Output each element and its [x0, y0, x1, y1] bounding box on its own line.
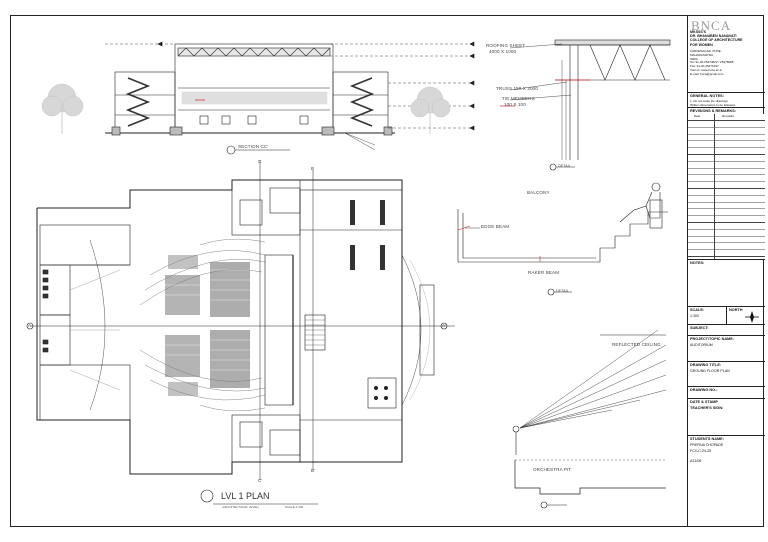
- sheet-border: [10, 15, 764, 527]
- reflected-ceiling-label: REFLECTED CEILING: [612, 342, 661, 347]
- college-line-3: COLLEGE OF ARCHITECTURE: [690, 38, 743, 43]
- college-line-1: MKSSS'S: [690, 30, 707, 34]
- drawing-no-label: DRAWING NO.:: [690, 388, 718, 392]
- revisions-heading: REVISIONS & REMARKS:: [690, 109, 736, 113]
- grid-b-top: B: [311, 166, 315, 171]
- note-2: Written dimensions to be followed.: [690, 102, 736, 107]
- web-line: Visit us: www.bnca.ac.in: [690, 67, 723, 72]
- plan-scale-note: SCALE 1:300: [285, 505, 304, 509]
- scale-value: 1:300: [690, 314, 699, 318]
- drawing-title-cell: DRAWING TITLE: GROUND FLOOR PLAN: [688, 361, 765, 383]
- address-line-2: MAHARASHTRA,: [690, 52, 714, 57]
- north-label: NORTH: [729, 308, 743, 312]
- orchestra-pit-label: ORCHESTRA PIT: [533, 467, 572, 472]
- plan-subtitle: (ARCHITECTURAL LEVEL): [222, 505, 260, 509]
- grid-c-bottom: C': [258, 478, 263, 483]
- grid-a-left: A: [28, 323, 32, 328]
- notes-heading: NOTES:: [690, 261, 705, 265]
- edge-beam-label: EDGE BEAM: [481, 224, 510, 229]
- college-line-4: FOR WOMEN: [690, 42, 713, 47]
- truss-label: TRUSS 150 X 2000: [496, 86, 538, 91]
- col-remarks: Remarks: [722, 114, 742, 118]
- address-line-1: KARVENAGAR, PUNE,: [690, 49, 722, 53]
- col-date: Date: [694, 114, 714, 118]
- title-block: MKSSS'S DR. BHANUBEN NANAVATI COLLEGE OF…: [687, 15, 765, 527]
- detail-2-label: DETAIL: [556, 289, 569, 293]
- roofing-sheet-label: ROOFING SHEET: [486, 43, 526, 48]
- email-line: E-mail: bnca@gmail.com: [690, 71, 724, 76]
- section-cc-drawing: [41, 41, 475, 151]
- tie-members-label: TIE MEMBERS: [502, 96, 535, 101]
- north-arrow-icon: [745, 311, 759, 323]
- roofing-size-label: 4000 X 1000: [489, 49, 517, 54]
- teacher-sign-label: TEACHER'S SIGN:: [690, 406, 724, 410]
- raker-beam-label: RAKER BEAM: [528, 270, 560, 275]
- project-value: AUDITORIUM: [690, 343, 713, 347]
- tie-size-label: 100 X 100: [504, 102, 526, 107]
- section-cc-title: SECTION CC': [238, 144, 269, 149]
- project-cell: PROJECT/TOPIC NAME: AUDITORIUM: [688, 335, 765, 361]
- drawing-no-cell: DRAWING NO.:: [688, 386, 765, 398]
- fax-line: Fax: 91-20-25476197: [690, 64, 719, 69]
- drawing-title-value: GROUND FLOOR PLAN: [690, 369, 730, 373]
- general-notes-cell: GENERAL NOTES: 1. Do not scale the drawi…: [688, 92, 765, 122]
- subject-cell: SUBJECT:: [688, 324, 765, 337]
- address-line-3: INDIA: [690, 56, 699, 61]
- grid-c-top: C: [258, 159, 262, 164]
- student-name: PRERNA CHOPADE: [690, 443, 724, 447]
- drawing-title-label: DRAWING TITLE:: [690, 363, 722, 367]
- note-1: 1. Do not scale the drawings.: [690, 99, 729, 103]
- college-logo: BNCA: [691, 18, 732, 33]
- truss-detail: [509, 39, 671, 171]
- student-cell: STUDENTS NAME: PRERNA CHOPADE FCV-C-24-2…: [688, 435, 765, 527]
- revisions-cell: REVISIONS & REMARKS: Date Remarks: [688, 107, 765, 260]
- notes-cell: NOTES:: [688, 259, 765, 307]
- balcony-label: BALCONY: [527, 190, 550, 195]
- balcony-detail: [457, 182, 668, 296]
- roll-number: A21/08: [690, 458, 702, 463]
- detail-1-label: DETAIL: [558, 164, 571, 168]
- section-cc-marker: [226, 145, 290, 155]
- general-notes-heading: GENERAL NOTES:: [690, 94, 724, 98]
- scale-cell: SCALE: 1:300 NORTH: [688, 306, 765, 325]
- floor-plan: [26, 160, 455, 505]
- project-label: PROJECT/TOPIC NAME:: [690, 337, 735, 341]
- date-stamp-label: DATE & STAMP: [690, 400, 718, 404]
- college-line-2: DR. BHANUBEN NANAVATI: [690, 34, 737, 39]
- course-code: FCV-C-24-25: [690, 449, 712, 454]
- plan-title: LVL 1 PLAN: [221, 491, 270, 501]
- grid-a-right: A': [442, 323, 447, 328]
- grid-b-bottom: B': [311, 468, 316, 473]
- reflected-ceiling-detail: [512, 329, 667, 509]
- tel-line: Tel: 91-20-25473822 / 25478988: [690, 60, 734, 65]
- student-label: STUDENTS NAME:: [690, 437, 724, 441]
- scale-label: SCALE:: [690, 308, 705, 312]
- date-stamp-cell: DATE & STAMP TEACHER'S SIGN:: [688, 398, 765, 433]
- subject-label: SUBJECT:: [690, 326, 709, 330]
